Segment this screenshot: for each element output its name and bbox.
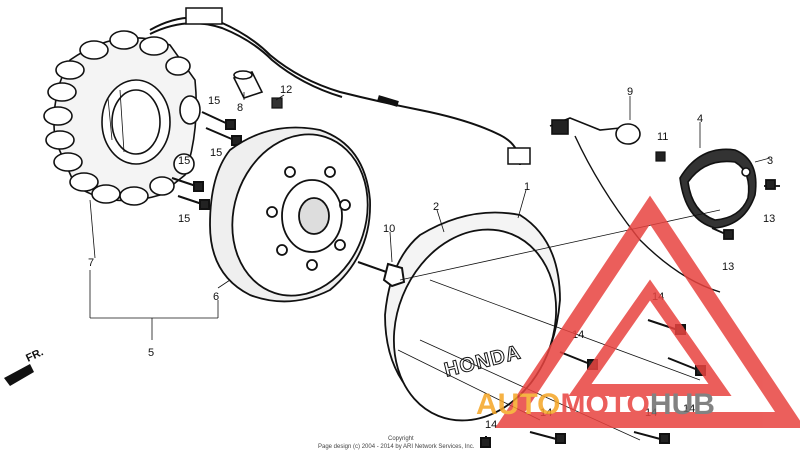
flywheel-rotor <box>209 126 371 303</box>
callout-15-d: 15 <box>178 213 190 225</box>
watermark-auto: AUTO <box>476 388 560 421</box>
stator-wiring <box>149 7 531 166</box>
front-arrow-label: FR. <box>24 346 45 364</box>
bolt-11 <box>655 151 666 162</box>
watermark-moto: MOTO <box>560 388 649 421</box>
callout-13-b: 13 <box>722 261 734 273</box>
callout-10: 10 <box>383 223 395 235</box>
callout-8: 8 <box>237 102 243 114</box>
plug-8 <box>232 70 264 99</box>
callout-1: 1 <box>524 181 530 193</box>
callout-13-a: 13 <box>763 213 775 225</box>
watermark-hub: HUB <box>650 388 715 421</box>
callout-6: 6 <box>213 291 219 303</box>
front-arrow: FR. <box>4 346 45 386</box>
callout-2: 2 <box>433 201 439 213</box>
copyright-line-1: Copyright <box>388 436 414 442</box>
callout-15-a: 15 <box>208 95 220 107</box>
callout-11: 11 <box>657 131 668 143</box>
callout-15-c: 15 <box>178 155 190 167</box>
callout-12: 12 <box>280 84 292 96</box>
watermark-text: AUTOMOTOHUB <box>476 388 715 421</box>
watermark-triangle-outer <box>495 195 800 428</box>
callout-3: 3 <box>767 155 773 167</box>
callout-9: 9 <box>627 86 633 98</box>
copyright-line-2: Page design (c) 2004 - 2014 by ARI Netwo… <box>318 444 475 450</box>
callout-14-f: 14 <box>485 419 497 431</box>
callout-7: 7 <box>88 257 94 269</box>
alternator-cover: HONDA <box>384 211 561 422</box>
callout-5: 5 <box>148 347 154 359</box>
cover-3-4 <box>679 148 757 229</box>
stator-bolts-15 <box>171 111 242 210</box>
callout-4: 4 <box>697 113 703 125</box>
callout-15-b: 15 <box>210 147 222 159</box>
stator <box>43 30 201 206</box>
bolts-13 <box>711 179 780 240</box>
watermark-triangle-inner <box>568 279 732 396</box>
watermark: AUTOMOTOHUB <box>476 195 800 428</box>
bolt-12 <box>271 97 283 109</box>
bolt-10 <box>357 261 406 288</box>
